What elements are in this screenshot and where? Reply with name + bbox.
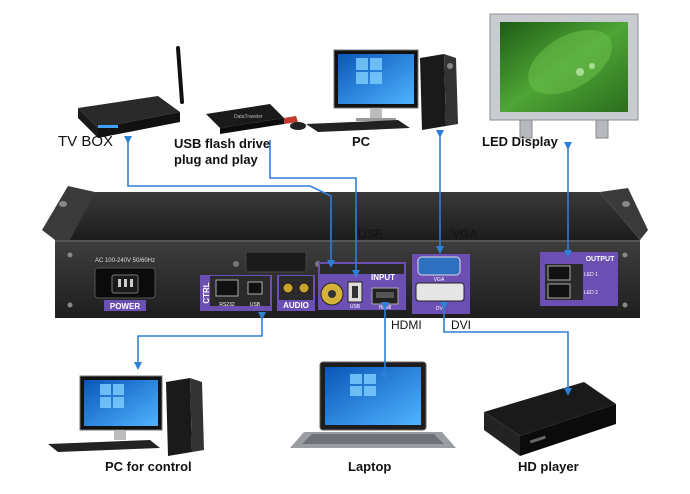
ac-rating-text: AC 100-240V 50/60Hz [95,258,155,264]
vga-port-label: VGA [452,227,478,241]
cover-plate [245,251,307,273]
usb-flash-label: USB flash drive plug and play [174,136,270,168]
power-label-box [104,300,146,311]
rack-ear-left [42,186,95,240]
link-tv-box [124,136,335,268]
pc-device [290,49,458,132]
dvi-port [415,282,465,302]
connection-lines [124,130,572,396]
led2-text: LED 2 [584,290,598,296]
rs232-text: RS232 [219,302,235,308]
rs232-port [215,279,239,297]
tv-box-device [78,46,184,138]
laptop-device [290,361,456,448]
led-display-device [489,13,639,139]
led1-text: LED 1 [584,272,598,278]
link-usb-flash [269,140,360,278]
led1-port [547,265,571,281]
usb-b-port [247,281,263,295]
link-hd-player-dvi [440,302,572,396]
pc-control-device [48,375,204,456]
hd-player-label: HD player [518,459,579,474]
usb-port-label: USB [358,227,383,241]
led-display-label: LED Display [482,134,558,149]
usb-flash-label-line1: USB flash drive [174,136,271,151]
usb-flash-label-line2: plug and play [174,152,258,167]
led2-port [547,283,571,299]
power-text: POWER [110,302,140,311]
audio-jack [282,282,294,294]
link-pc-control [134,312,266,370]
usb-small-text: USB [250,302,261,308]
flash-brand-text: DataTraveler [234,114,263,120]
usb-flash-drive-device: DataTraveler [206,104,298,134]
audio-text: AUDIO [283,301,309,310]
output-text: OUTPUT [586,256,616,263]
vga-in-text: VGA [434,277,445,283]
hd-player-device [484,382,616,456]
controller-chassis [42,186,648,318]
dvi-port-label: DVI [451,318,472,332]
laptop-label: Laptop [348,459,392,474]
rack-ear-hole [59,201,67,207]
input-text: INPUT [371,273,395,282]
chassis-top [55,192,640,240]
tv-box-label: TV BOX [58,133,114,150]
usb-in-text: USB [350,304,361,310]
audio-jack [298,282,310,294]
pc-control-label: PC for control [105,459,192,474]
ctrl-text: CTRL [202,282,211,303]
pc-label: PC [352,134,371,149]
rack-ear-hole [622,201,630,207]
rack-ear-right [600,188,648,240]
vga-port [417,256,461,276]
dvi-in-text: DVI [436,306,444,312]
hdmi-port-label: HDMI [391,318,422,332]
